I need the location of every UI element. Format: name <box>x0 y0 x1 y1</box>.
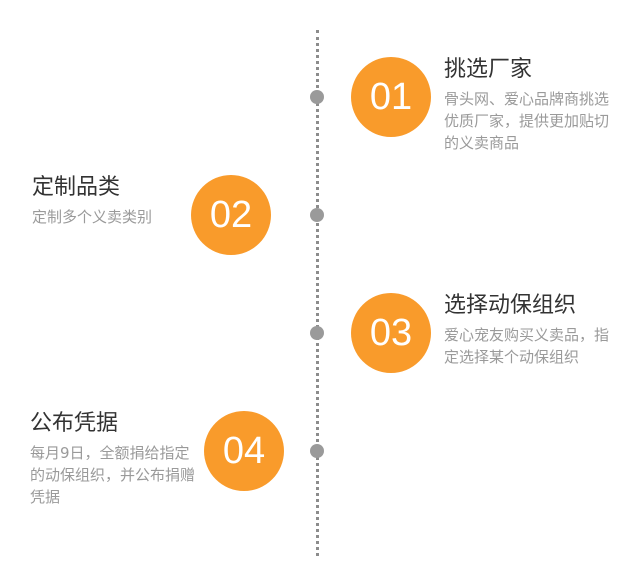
step-2-number-badge: 02 <box>191 175 271 255</box>
timeline-node-4 <box>310 444 324 458</box>
step-4-number-badge: 04 <box>204 411 284 491</box>
step-1-title: 挑选厂家 <box>444 57 533 82</box>
step-4-title: 公布凭据 <box>30 411 119 436</box>
step-2-description: 定制多个义卖类别 <box>32 208 153 226</box>
timeline-node-2 <box>310 208 324 222</box>
timeline-node-1 <box>310 90 324 104</box>
step-3-number-badge: 03 <box>351 293 431 373</box>
step-1-number-badge: 01 <box>351 57 431 137</box>
step-2-title: 定制品类 <box>32 175 121 200</box>
timeline-line <box>316 30 319 556</box>
step-1-description: 骨头网、爱心品牌商挑选优质厂家，提供更加贴切的义卖商品 <box>444 90 610 152</box>
step-3-title: 选择动保组织 <box>444 293 577 318</box>
step-3-description: 爱心宠友购买义卖品，指定选择某个动保组织 <box>444 326 610 366</box>
timeline-node-3 <box>310 326 324 340</box>
step-4-description: 每月9日，全额捐给指定的动保组织，并公布捐赠凭据 <box>30 444 196 506</box>
